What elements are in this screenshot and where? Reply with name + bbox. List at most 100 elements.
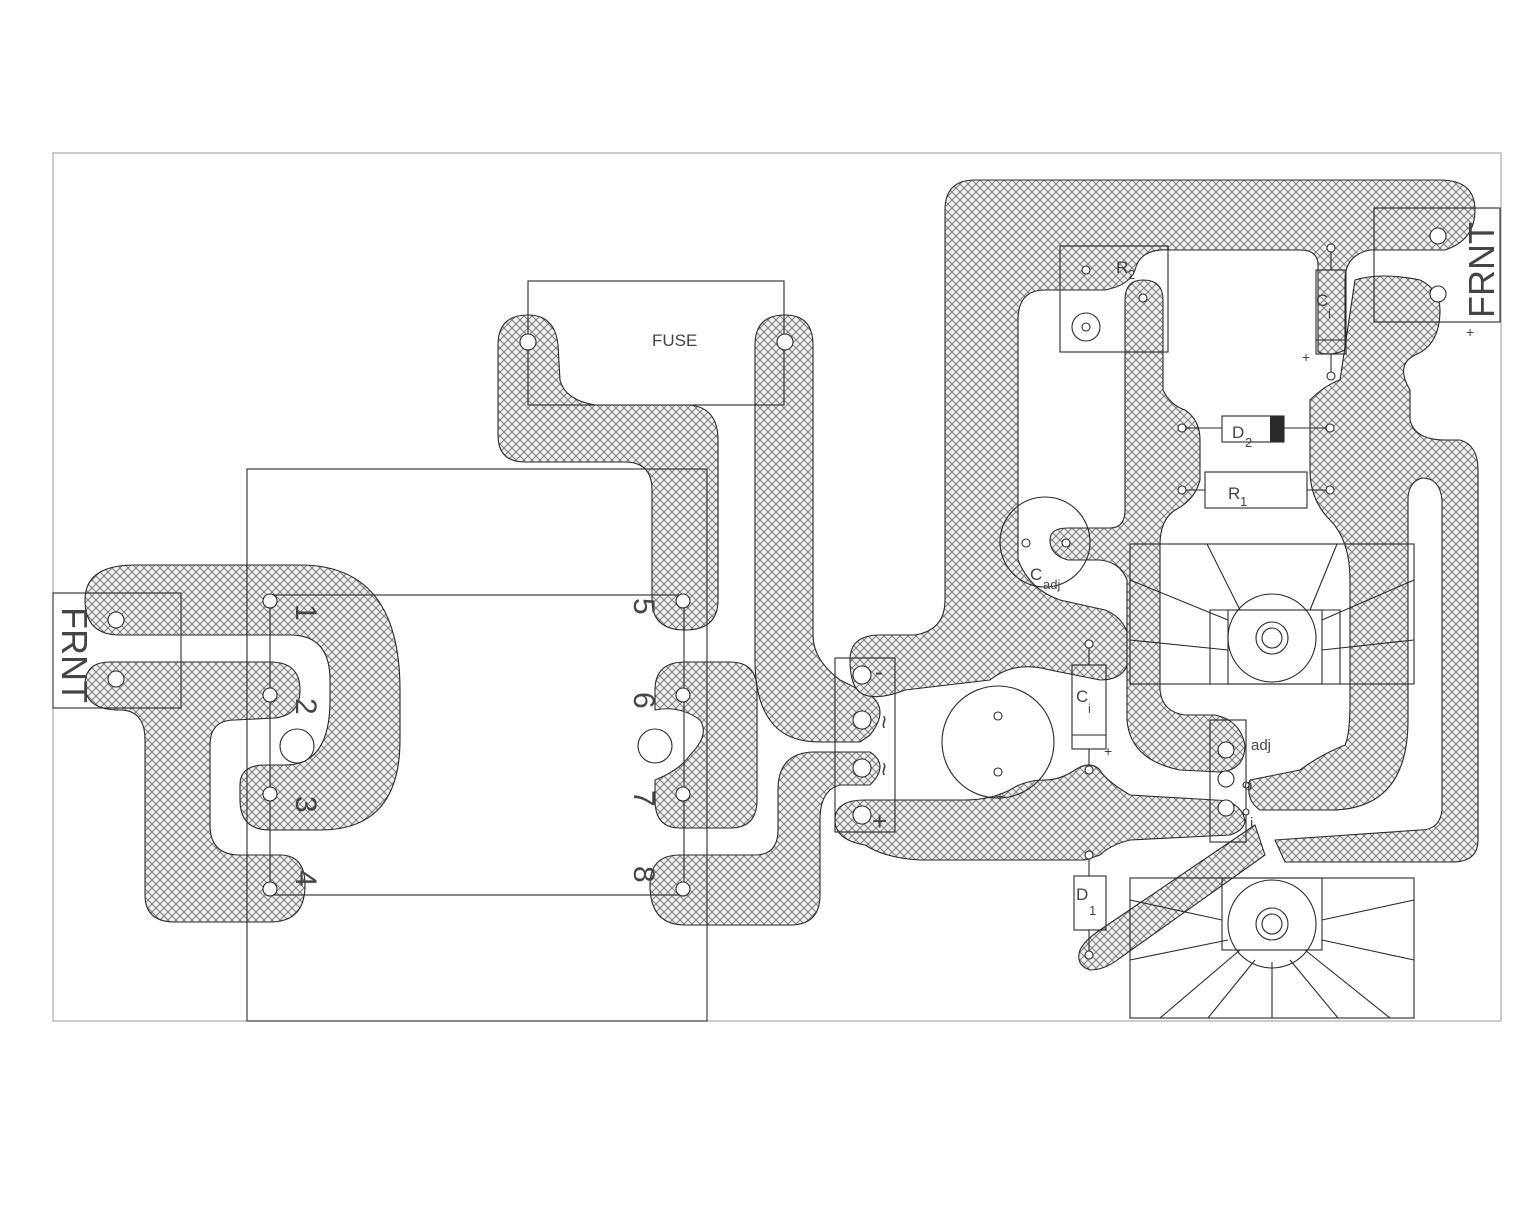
pad-cadj-2 [1061, 538, 1071, 548]
label-pin7: 7 [627, 790, 660, 807]
pad-reg-o-dot [1242, 781, 1250, 789]
pad-frnt-right-1 [1429, 227, 1447, 245]
pads [107, 227, 1447, 960]
label-ci-mid: C [1076, 687, 1088, 706]
pad-pin4 [262, 881, 278, 897]
label-r2: R [1116, 258, 1128, 277]
pad-pin5 [675, 593, 691, 609]
label-reg-o: o [1244, 777, 1252, 794]
label-pin5: 5 [627, 598, 660, 615]
frnt-left-connector [52, 592, 182, 709]
trace-pin6-pin7 [654, 661, 758, 829]
trace-right-output [1248, 275, 1479, 863]
pad-ci-mid-1 [1084, 639, 1094, 649]
r1-outline [1204, 471, 1308, 509]
label-pin4: 4 [289, 870, 322, 887]
pad-d2-2 [1325, 423, 1335, 433]
label-d2: D [1232, 423, 1244, 442]
label-reg-adj: adj [1251, 737, 1271, 754]
transformer-hole-left [279, 728, 315, 764]
heatsink-bottom-fins [1129, 899, 1415, 1019]
trace-frnt-pin1-pin3 [84, 564, 401, 831]
pad-pin6 [675, 687, 691, 703]
label-frnt-plus: + [1466, 324, 1474, 340]
label-pin8: 8 [627, 866, 660, 883]
label-cap-plus: + [996, 788, 1004, 804]
copper-traces [84, 179, 1479, 971]
pad-pin1 [262, 593, 278, 609]
d2-band [1270, 416, 1284, 442]
pad-r2-adj-inner [1081, 322, 1091, 332]
pad-pin8 [675, 881, 691, 897]
pad-fuse-right [776, 333, 794, 351]
pad-pin7 [675, 786, 691, 802]
label-reg-i: i [1250, 815, 1253, 832]
trace-cadj-r2 [1049, 279, 1246, 773]
label-bridge-ac1: ~ [870, 715, 897, 729]
label-cadj-sub: adj [1043, 577, 1060, 592]
pad-pin2 [262, 687, 278, 703]
transformer-hole-right [637, 728, 673, 764]
pad-r1-1 [1177, 485, 1187, 495]
label-ci-top: C [1316, 291, 1328, 310]
pad-cap-main-1 [993, 711, 1003, 721]
pad-r2-1 [1081, 265, 1091, 275]
label-frnt-right: FRNT [1461, 222, 1502, 318]
label-pin3: 3 [289, 796, 322, 813]
r2-outline [1059, 245, 1169, 353]
frnt-right-connector [1373, 207, 1501, 323]
board-outline [52, 152, 1502, 1022]
pad-r1-2 [1325, 485, 1335, 495]
pad-bridge-ac1 [852, 710, 872, 730]
heatsink-bottom-hole-inner [1261, 913, 1283, 935]
pad-reg-i [1217, 799, 1235, 817]
pad-r2-2 [1138, 293, 1148, 303]
labels: FUSE FRNT FRNT 1 2 3 4 5 6 7 8 - ~ ~ + +… [54, 222, 1502, 918]
pad-bridge-minus [852, 665, 872, 685]
label-cadj: C [1030, 565, 1042, 584]
heatsink-top-ring [1227, 593, 1317, 683]
capacitor-main [941, 685, 1055, 799]
heatsink-top-fins [1129, 543, 1415, 684]
pad-cap-main-2 [993, 767, 1003, 777]
label-ci-mid-sub: i [1088, 701, 1091, 716]
capacitor-cadj [999, 496, 1091, 588]
label-bridge-minus: - [875, 659, 883, 686]
pad-reg-i-dot [1242, 808, 1250, 816]
heatsink-top-center [1227, 609, 1323, 685]
pad-d1-2 [1084, 950, 1094, 960]
heatsink-bottom [1129, 877, 1415, 1019]
pad-d1-1 [1084, 850, 1094, 860]
pad-fuse-left [519, 333, 537, 351]
label-pin2: 2 [289, 698, 322, 715]
label-d1: D [1076, 885, 1088, 904]
pad-reg-o [1217, 770, 1235, 788]
pad-frnt-left-2 [107, 670, 125, 688]
label-r1: R [1228, 484, 1240, 503]
pad-cadj-1 [1021, 538, 1031, 548]
pad-bridge-ac2 [852, 758, 872, 778]
pad-frnt-right-2 [1429, 285, 1447, 303]
label-frnt-left: FRNT [54, 607, 95, 703]
pad-ci-top-2 [1326, 371, 1336, 381]
pad-bridge-plus [852, 805, 872, 825]
label-ci-top-sub: i [1328, 306, 1331, 321]
label-r2-sub: 2 [1128, 267, 1135, 282]
label-d2-sub: 2 [1245, 435, 1252, 450]
d1-outline [1073, 875, 1107, 931]
pad-pin3 [262, 786, 278, 802]
label-r1-sub: 1 [1240, 494, 1247, 509]
trace-fuse-bridge [754, 314, 881, 743]
heatsink-bottom-ring [1227, 879, 1317, 969]
trace-bridge-plus [834, 764, 1246, 861]
transformer-core [269, 594, 685, 896]
transformer-outline [246, 468, 708, 1022]
label-pin1: 1 [289, 604, 322, 621]
label-pin6: 6 [627, 692, 660, 709]
pad-frnt-left-1 [107, 611, 125, 629]
pad-ci-top-1 [1326, 243, 1336, 253]
regulator-outline [1209, 719, 1247, 843]
bridge-rectifier [834, 657, 896, 833]
heatsink-top [1129, 543, 1415, 685]
